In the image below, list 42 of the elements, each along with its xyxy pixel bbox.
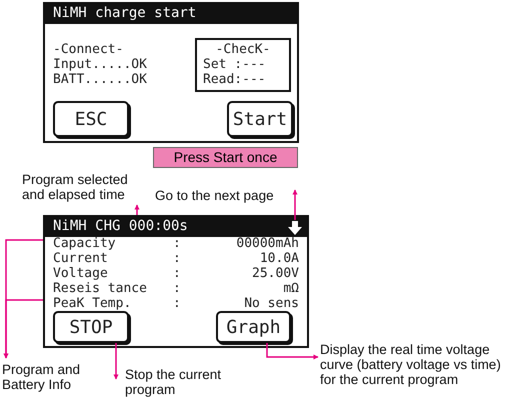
table-cell: :	[173, 296, 181, 311]
down-arrow-icon	[288, 220, 302, 234]
table-cell: 00000mAh	[236, 236, 299, 251]
screen-button: ESC	[53, 101, 129, 137]
arrow	[114, 343, 118, 380]
screen-panel	[43, 215, 309, 348]
annotation-text: Go to the next page	[155, 188, 275, 203]
arrow	[292, 190, 298, 220]
table-cell: 10.0A	[260, 251, 299, 266]
table-cell: mΩ	[283, 281, 299, 296]
table-cell: :	[173, 251, 181, 266]
arrow	[4, 299, 43, 358]
screen-button: Start	[227, 101, 293, 137]
screen-title-bar: NiMH CHG 000:00s	[45, 217, 307, 237]
arrow	[134, 204, 140, 215]
screen-text: BATT......OK	[53, 72, 147, 87]
table-cell: No sens	[244, 296, 299, 311]
screen-text: Input.....OK	[53, 57, 147, 72]
table-cell: :	[173, 266, 181, 281]
annotation-text: Stop the current program	[125, 367, 222, 397]
table-cell: Current	[53, 251, 108, 266]
instruction-box: Press Start once	[153, 147, 298, 168]
table-cell: :	[173, 236, 181, 251]
table-cell: Reseis tance	[53, 281, 147, 296]
table-cell: Capacity	[53, 236, 116, 251]
screen-title-bar: NiMH charge start	[45, 4, 297, 24]
screen-text: Read:---	[203, 72, 267, 87]
table-cell: 25.00V	[252, 266, 299, 281]
screen-text: -ChecK-	[214, 42, 272, 57]
table-cell: :	[173, 281, 181, 296]
annotation-text: Program selected and elapsed time	[22, 172, 129, 202]
table-cell: PeaK Temp.	[53, 296, 132, 311]
screen-button: STOP	[53, 311, 129, 343]
arrow	[266, 343, 318, 360]
annotation-text: Display the real time voltage curve (battery voltage vs time) for the current program	[320, 342, 502, 387]
check-panel	[195, 38, 291, 92]
screen-button: Graph	[216, 311, 291, 343]
annotation-text: Program and Battery Info	[2, 362, 82, 392]
screen-text: Set :---	[203, 57, 267, 72]
screen-text: -Connect-	[53, 42, 124, 57]
screen-panel	[43, 2, 299, 143]
table-cell: Voltage	[53, 266, 108, 281]
